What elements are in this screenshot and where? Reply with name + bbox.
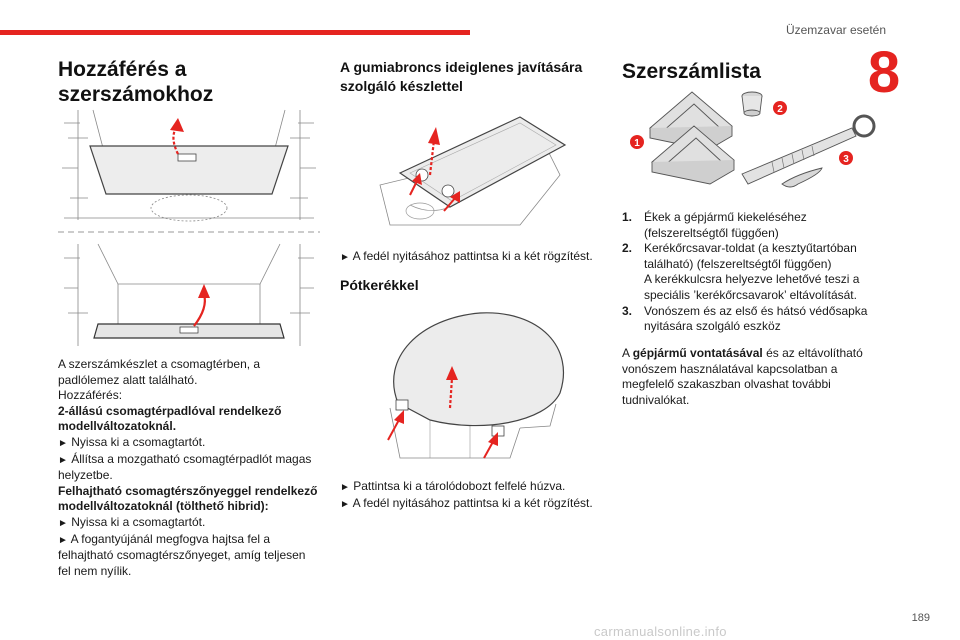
page-number: 189 [911,612,930,624]
wheel-lock-socket-icon [741,91,763,117]
arrow-up-icon [428,127,440,145]
list-item: 1. Ékek a gépjármű kiekeléséhez(felszere… [622,210,807,240]
clip-arrow-icon [394,410,404,424]
clip-arrow-icon [412,173,422,185]
running-title: Üzemzavar esetén [785,23,886,37]
callout-1: 1 [634,138,640,149]
step-open-trunk-2: ► Nyissa ki a csomagtartót. [58,514,206,529]
heading-tool-list: Szerszámlista [622,60,761,83]
step-open-trunk-1: ► Nyissa ki a csomagtartót. [58,434,206,449]
clip-arrow-icon [488,432,498,446]
clip-arrow-icon [450,191,460,203]
step-fold-carpet-cont1: felhajtható csomagtérszőnyeget, amíg tel… [58,548,306,563]
heading-spare-wheel: Pótkerékkel [340,277,419,293]
bullet-arrow-icon: ► [340,498,350,510]
watermark: carmanualsonline.info [594,624,727,639]
repair-kit-step: ► A fedél nyitásához pattintsa ki a két … [340,249,593,263]
bullet-arrow-icon: ► [340,252,350,263]
bullet-arrow-icon: ► [58,534,68,546]
step-raise-floor-cont: helyzetbe. [58,468,113,483]
callout-3: 3 [843,154,849,165]
arrow-up-icon [170,118,184,132]
intro-line2: padlólemez alatt található. [58,372,198,387]
towing-note-line2: vonószem használatával kapcsolatban a [622,361,838,376]
spare-wheel-illustration [387,312,565,459]
tool-list: 1. Ékek a gépjármű kiekeléséhez(felszere… [622,210,892,335]
towing-eye-icon [741,114,876,185]
step-fold-carpet-cont2: fel nem nyílik. [58,563,132,578]
spare-wheel-steps: ► Pattintsa ki a tárolódobozt felfelé hú… [340,479,605,512]
tool-list-illustration: 1 2 3 [630,91,876,188]
header-accent-bar [0,30,470,35]
step-raise-floor: ► Állítsa a mozgatható csomagtérpadlót m… [58,451,312,466]
bullet-arrow-icon: ► [58,437,68,449]
step-fold-carpet: ► A fogantyújánál megfogva hajtsa fel a [58,531,271,546]
list-item: 2. Kerékőrcsavar-toldat (a kesztyűtartób… [622,241,860,302]
floor-panel-raised [89,145,289,195]
arrow-up-icon [446,366,458,380]
repair-kit-lid [398,116,567,208]
intro-line1: A szerszámkészlet a csomagtérben, a [58,357,261,371]
section2-title-line1: Felhajtható csomagtérszőnyeggel rendelke… [58,483,318,498]
cap-removal-tool-icon [781,167,823,188]
towing-note-line3: megfelelő szakaszban olvashat további [622,377,831,392]
section2-title-line2: modellváltozatoknál (tölthető hibrid): [58,499,269,514]
list-item: 3. Vonószem és az első és hátsó védősapk… [622,303,868,334]
section1-title-line1: 2-állású csomagtérpadlóval rendelkező [58,403,282,418]
tool-access-text: A szerszámkészlet a csomagtérben, a padl… [58,357,320,579]
bullet-arrow-icon: ► [58,454,68,466]
towing-note-line4: tudnivalókat. [622,392,690,407]
towing-note-line1: A gépjármű vontatásával és az eltávolíth… [622,346,863,360]
spare-step2: ► A fedél nyitásához pattintsa ki a két … [340,495,593,510]
arrow-lift-icon [198,284,210,298]
trunk-floor-illustration [58,109,320,346]
callout-2: 2 [777,104,783,115]
spare-wheel-cover [393,312,565,427]
chapter-number: 8 [867,40,901,105]
spare-step1: ► Pattintsa ki a tárolódobozt felfelé hú… [340,479,566,493]
repair-kit-illustration [379,116,567,226]
bullet-arrow-icon: ► [58,517,68,529]
access-label: Hozzáférés: [58,388,123,403]
section1-title-line2: modellváltozatoknál. [58,419,177,434]
bullet-arrow-icon: ► [340,482,350,493]
towing-note: A gépjármű vontatásával és az eltávolíth… [622,346,892,408]
